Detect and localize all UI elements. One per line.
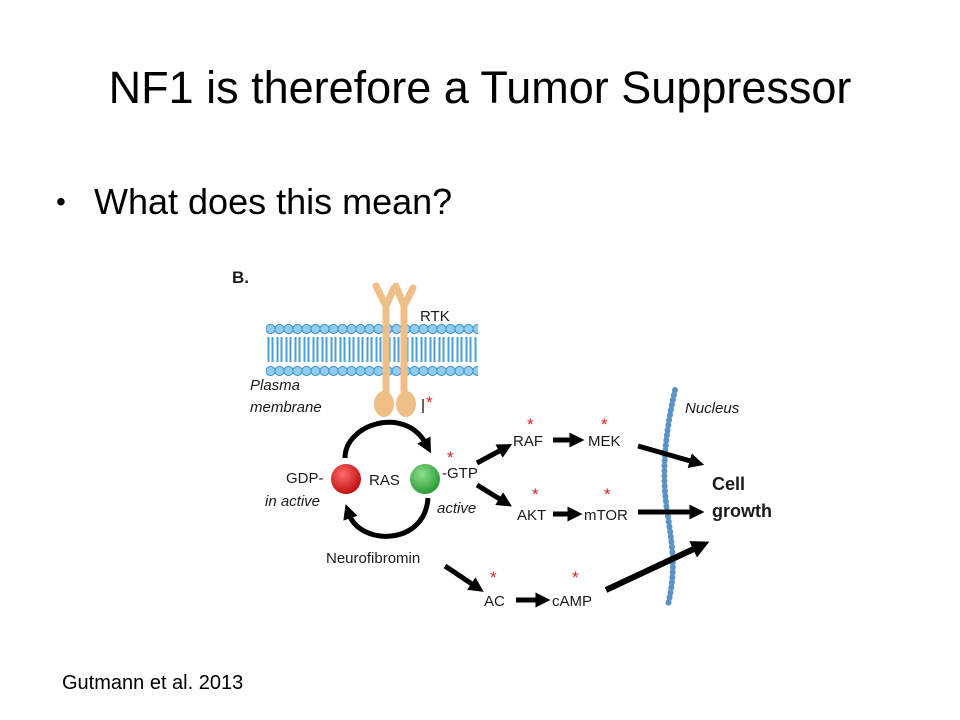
arrow-neurofibromin-to-ac [443,563,484,592]
bullet-text: What does this mean? [94,181,453,222]
inactivation-arrow [343,497,431,539]
marker-mtor: * [604,485,611,504]
panel-label: B. [232,268,249,287]
activation-arrow [342,419,431,459]
membrane-tails [266,337,478,362]
membrane-label-line2: membrane [250,399,322,416]
gtp-label: -GTP [442,465,478,482]
inactive-label: in active [265,493,320,510]
marker-akt: * [532,485,539,504]
marker-raf: * [527,415,534,434]
plasma-membrane [266,323,478,376]
receptor-right-arm [400,284,417,310]
arrow-ras-to-akt [475,482,512,507]
ac-label: AC [484,593,505,610]
mek-label: MEK [588,433,621,450]
arrow-mek-to-cell-growth [637,443,705,468]
marker-mek: * [601,415,608,434]
raf-label: RAF [513,433,543,450]
arrow-ras-to-raf [475,444,513,466]
bullet-item: • What does this mean? [56,178,452,226]
nuclear-envelope-beads [661,387,678,608]
outcome-label-line2: growth [712,501,772,521]
slide-title: NF1 is therefore a Tumor Suppressor [108,62,852,113]
membrane-outer-heads [266,323,478,337]
nucleus-label: Nucleus [685,400,740,417]
membrane-label-line1: Plasma [250,377,300,394]
ras-pathway-diagram: B. RTK Plasma membrane * GDP- in active … [225,255,800,620]
receptor-left-arm [382,284,398,310]
outcome-label-line1: Cell [712,474,745,494]
ras-gtp-active-circle [410,464,440,494]
gdp-label: GDP- [286,470,324,487]
mtor-label: mTOR [584,507,628,524]
ras-gdp-inactive-circle [331,464,361,494]
marker-ac: * [490,568,497,587]
receptor-kinase-domain-right [396,391,416,417]
active-label: active [437,500,476,517]
receptor-kinase-domain-left [374,391,394,417]
camp-label: cAMP [552,593,592,610]
arrow-camp-to-cell-growth [604,541,710,593]
rtk-label: RTK [420,308,450,325]
rtk-receptor [372,282,417,399]
membrane-inner-heads [266,362,478,376]
ras-label: RAS [369,472,400,489]
marker-rtk: * [426,393,433,412]
neurofibromin-label: Neurofibromin [326,550,420,567]
citation: Gutmann et al. 2013 [62,672,244,694]
bullet-glyph: • [56,186,66,217]
marker-ras: * [447,448,454,467]
akt-label: AKT [517,507,546,524]
marker-camp: * [572,568,579,587]
